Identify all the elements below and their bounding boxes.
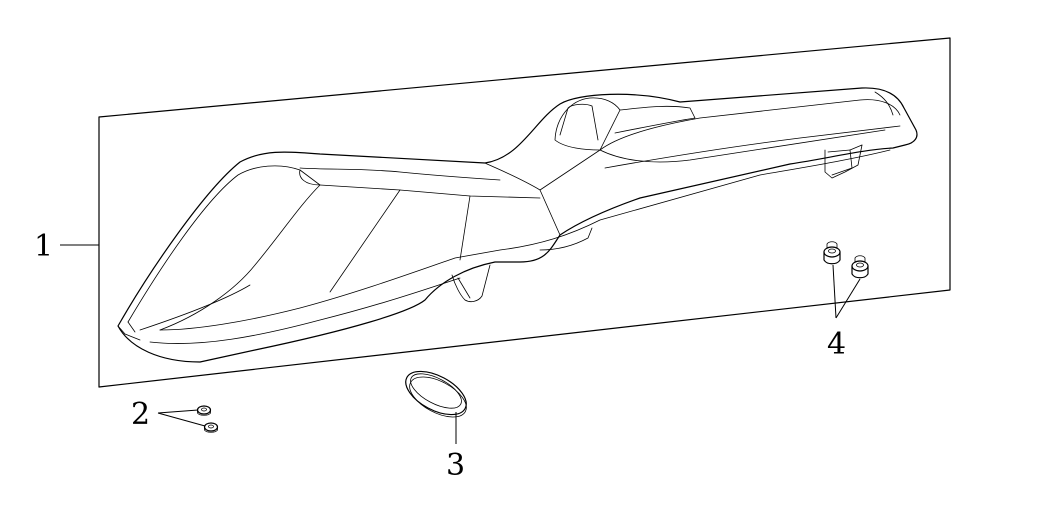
part-3-gasket xyxy=(405,370,467,418)
assembly-frame xyxy=(98,37,951,388)
part-1-cover xyxy=(117,87,918,363)
grommet-left xyxy=(823,241,841,265)
leader-line-2b xyxy=(157,412,206,427)
callout-4: 4 xyxy=(827,327,846,362)
callout-2: 2 xyxy=(131,397,150,432)
part-4-grommets xyxy=(823,241,869,279)
leader-line-4a xyxy=(832,264,837,319)
grommet-right xyxy=(851,255,869,279)
part-2-nuts xyxy=(196,405,219,433)
nut-upper xyxy=(196,405,212,416)
callout-1: 1 xyxy=(34,229,53,264)
nut-lower xyxy=(203,422,219,433)
callout-3: 3 xyxy=(446,448,465,483)
leader-line-4b xyxy=(835,278,861,319)
leader-line-2a xyxy=(157,409,199,414)
